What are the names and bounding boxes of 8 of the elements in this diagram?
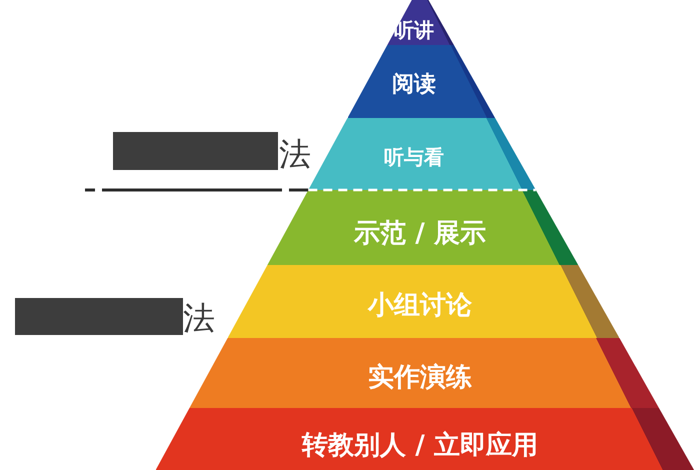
side-label: 法 — [279, 138, 311, 170]
tier-label: 转教别人 / 立即应用 — [302, 432, 538, 460]
side-label: 法 — [183, 302, 215, 334]
tier-label: 听与看 — [384, 146, 444, 168]
tier-label: 小组讨论 — [368, 292, 472, 320]
tier-label: 阅读 — [392, 72, 436, 98]
tier-label: 示范 / 展示 — [354, 220, 486, 248]
tier-label: 实作演练 — [368, 364, 472, 392]
